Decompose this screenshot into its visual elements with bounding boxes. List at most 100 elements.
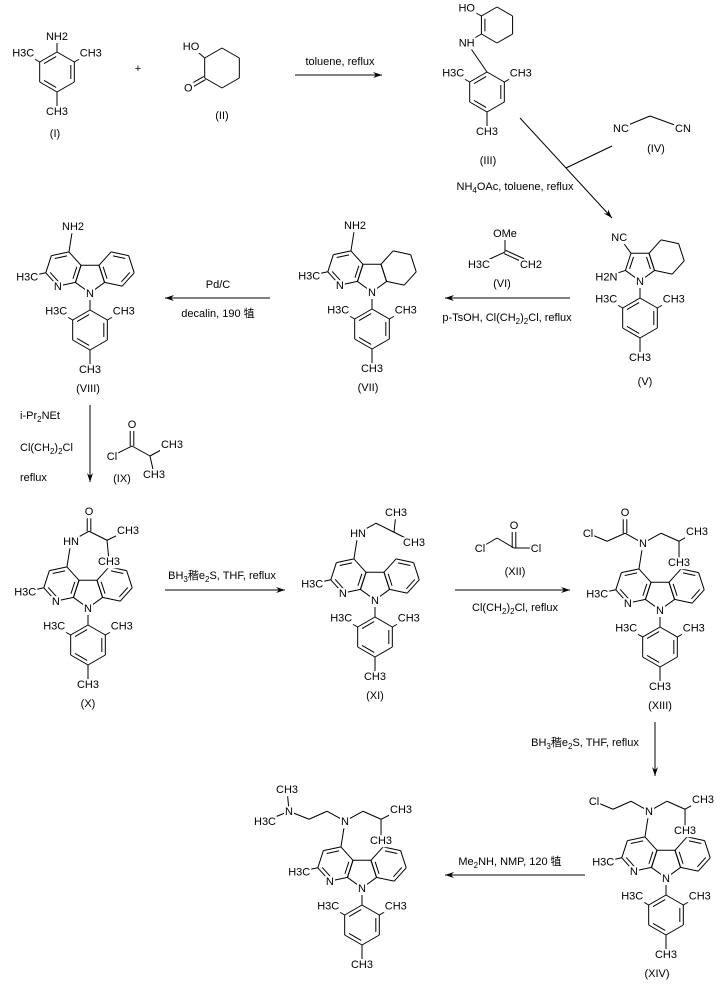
atom-label: N	[639, 538, 647, 550]
label-background	[329, 612, 354, 625]
label-background	[133, 63, 143, 75]
double-bond	[47, 587, 57, 598]
double-bond	[646, 655, 660, 663]
mesityl-bond	[344, 904, 363, 916]
double-bond	[112, 255, 126, 260]
methyl-label: H3C	[586, 589, 608, 601]
label-background	[619, 507, 631, 520]
atom-label: NC	[611, 232, 627, 244]
label-background	[337, 588, 348, 601]
pyridine-nitrogen: N	[326, 876, 334, 888]
label-background	[594, 293, 619, 306]
label-background	[503, 566, 527, 578]
methyl-label: H3C	[288, 867, 310, 879]
label-background	[614, 622, 639, 635]
ring-bond	[204, 47, 223, 59]
label-background	[627, 352, 653, 364]
bond	[612, 800, 632, 810]
label-background	[214, 110, 230, 122]
pyridine-nitrogen: N	[336, 280, 344, 292]
benzo-bond	[383, 558, 397, 573]
double-bond	[678, 851, 684, 864]
label-background	[50, 596, 61, 609]
atom-label: HN	[63, 536, 79, 548]
label-background	[687, 890, 712, 903]
benzo-bond	[691, 589, 705, 604]
label-background	[75, 679, 101, 691]
pyridine-bond	[51, 251, 70, 257]
pyridine-bond	[330, 562, 337, 580]
atom-label: H3C	[12, 48, 34, 60]
pyridine-bond	[359, 572, 367, 590]
mesityl-bond	[659, 626, 678, 638]
label-background	[644, 806, 655, 819]
label-background	[620, 890, 645, 903]
double-bond	[397, 562, 411, 567]
atom-label: H3C	[468, 259, 490, 271]
ring-bond	[648, 239, 662, 254]
benzo-bond	[370, 860, 378, 878]
label-background	[492, 228, 518, 240]
atom-label: CH3	[370, 835, 392, 847]
label-background	[455, 181, 575, 195]
arrowhead-icon	[561, 587, 570, 593]
methyl-label: CH3	[79, 364, 101, 376]
label-background	[116, 525, 141, 538]
compound-number: (IX)	[113, 473, 131, 485]
double-bond	[49, 272, 59, 283]
cyclohexane-bond	[380, 264, 388, 282]
compound-number: (V)	[638, 376, 653, 388]
mesityl-bond	[87, 624, 106, 636]
label-background	[530, 736, 641, 751]
label-background	[612, 123, 630, 135]
label-background	[457, 2, 477, 15]
label-background	[661, 873, 672, 885]
pyridine-bond	[74, 265, 82, 283]
methyl-label: CH3	[385, 901, 407, 913]
ring-bond	[56, 81, 75, 93]
label-background	[365, 690, 385, 702]
label-background	[181, 41, 201, 53]
double-bond	[110, 570, 124, 575]
label-background	[473, 543, 487, 555]
pyridine-bond	[650, 850, 658, 868]
label-background	[667, 557, 692, 570]
benzo-bond	[110, 251, 129, 257]
cyclohexane-bond	[380, 250, 394, 265]
condition-text: i-Pr2NEt	[20, 410, 60, 424]
condition-text: reflux	[20, 472, 47, 484]
mesityl-bond	[665, 924, 684, 936]
bond	[666, 800, 686, 810]
bonds-layer	[22, 6, 711, 964]
ring-bond	[39, 51, 58, 63]
benzo-bond	[674, 836, 688, 851]
benzo-bond	[686, 836, 705, 842]
label-background	[297, 270, 322, 283]
bond	[606, 532, 626, 542]
pyridine-bond	[356, 264, 364, 282]
atom-label: NH2	[46, 31, 68, 43]
atom-label: HN	[350, 528, 366, 540]
mesityl-bond	[72, 339, 91, 351]
compound-number: (IV)	[647, 143, 665, 155]
arrowhead-icon	[276, 587, 285, 593]
label-background	[691, 794, 716, 807]
double-bond	[630, 840, 644, 845]
ring-bond	[654, 269, 673, 275]
atom-label: CH3	[276, 784, 298, 796]
double-bond	[43, 80, 57, 88]
methyl-label: CH3	[655, 949, 677, 961]
double-bond	[358, 337, 372, 345]
condition-text: Cl(CH2)2Cl, reflux	[472, 602, 558, 616]
pyridine-bond	[336, 558, 355, 564]
double-bond	[646, 256, 651, 270]
mesityl-bond	[622, 297, 641, 309]
benzo-bond	[119, 587, 133, 602]
atom-label: CH3	[143, 469, 165, 481]
label-background	[369, 835, 394, 848]
atom-label: Cl	[583, 528, 593, 540]
label-background	[334, 280, 345, 293]
atom-label: CH3	[668, 557, 690, 569]
pyridine-bond	[615, 572, 622, 590]
benzo-bond	[406, 579, 420, 594]
